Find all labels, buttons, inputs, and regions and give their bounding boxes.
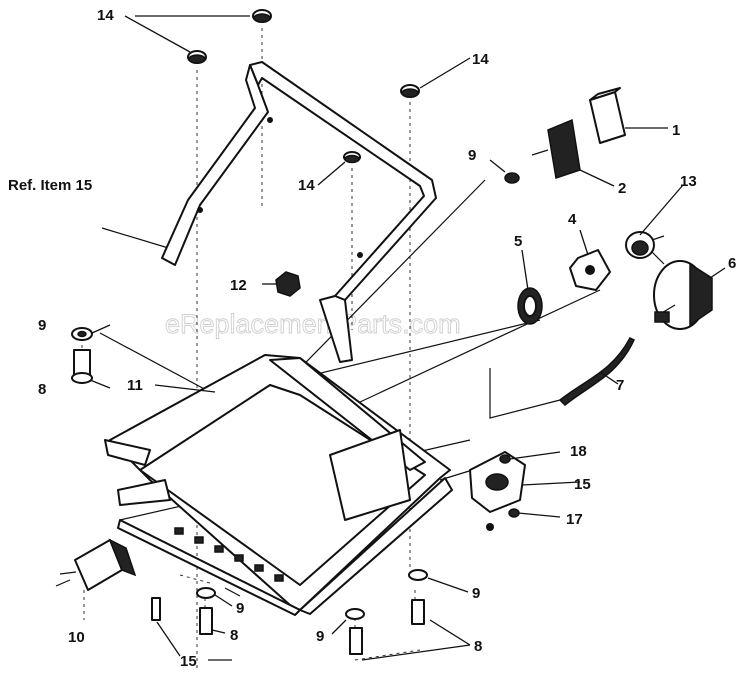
callout-11: 11 [127, 377, 143, 394]
plug-part [55, 538, 137, 591]
callout-8-left: 8 [38, 381, 46, 398]
callout-5: 5 [514, 233, 522, 250]
nut-part [275, 271, 301, 297]
callout-leaders [89, 15, 726, 661]
callout-17: 17 [566, 511, 583, 528]
callout-10: 10 [68, 629, 85, 646]
base-pan [104, 354, 453, 616]
callout-18: 18 [570, 443, 587, 460]
callout-9-left: 9 [38, 317, 46, 334]
callout-15-right: 15 [574, 476, 591, 493]
callout-9-bottom-right: 9 [472, 585, 480, 602]
gear-parts [517, 249, 611, 325]
callout-13: 13 [680, 173, 697, 190]
block-parts [531, 87, 626, 179]
base-flange-teeth [174, 527, 284, 582]
callout-1: 1 [672, 122, 680, 139]
callout-15-bottom: 15 [180, 653, 197, 670]
callout-7: 7 [616, 377, 624, 394]
callout-6: 6 [728, 255, 736, 272]
motor-part [653, 260, 713, 330]
callout-14-right: 14 [472, 51, 489, 68]
callout-8-right: 8 [474, 638, 482, 655]
ref-item-label: Ref. Item 15 [8, 177, 92, 194]
callout-2: 2 [618, 180, 626, 197]
watermark: eReplacementParts.com [165, 309, 461, 339]
fastener-parts [71, 172, 520, 655]
cord-bracket-line [489, 368, 561, 419]
callout-9-bottom-left: 9 [236, 600, 244, 617]
callout-9-top: 9 [468, 147, 476, 164]
callout-8-bottom: 8 [230, 627, 238, 644]
callout-14-top: 14 [97, 7, 114, 24]
callout-9-bottom-mid: 9 [316, 628, 324, 645]
callout-12: 12 [230, 277, 247, 294]
callout-4: 4 [568, 211, 577, 228]
bracket-parts [469, 451, 526, 531]
switch-part [625, 231, 665, 265]
cap-parts [187, 9, 420, 164]
cord-part [558, 337, 635, 407]
callout-14-mid: 14 [298, 177, 315, 194]
handle-frame [161, 61, 437, 363]
